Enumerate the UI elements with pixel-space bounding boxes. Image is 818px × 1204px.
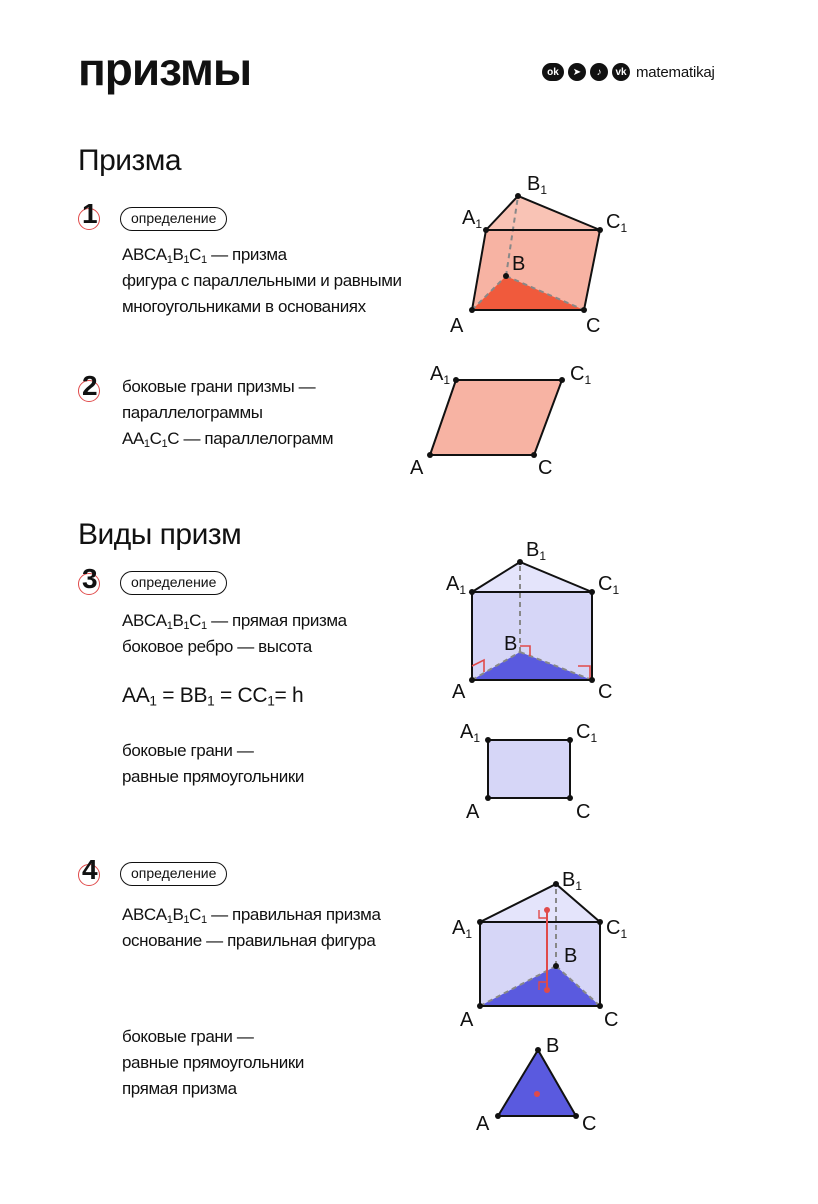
triangle-center: [534, 1091, 540, 1097]
definition-badge-3: определение: [120, 571, 228, 595]
label-B: B: [512, 253, 525, 275]
prism-figure: A C B A1 B1 C1: [450, 173, 627, 337]
section-heading-prism-types: Виды призм: [78, 518, 242, 551]
label-B: B: [546, 1035, 559, 1057]
tiktok-icon[interactable]: ♪: [590, 63, 608, 81]
item-number-3: 3: [78, 565, 112, 599]
label-A: A: [450, 315, 464, 337]
label-C: C: [604, 1009, 618, 1031]
item2-line1: боковые грани призмы —: [122, 377, 316, 396]
right-prism-figure: A C B A1 B1 C1: [446, 539, 619, 703]
item3-line2: боковое ребро — высота: [122, 637, 312, 656]
label-C1: C1: [598, 573, 619, 597]
item2-line2: параллелограммы: [122, 403, 263, 422]
label-A1: A1: [446, 573, 466, 597]
item3-faces-text: боковые грани — равные прямоугольники: [122, 738, 304, 790]
vk-icon[interactable]: vk: [612, 63, 630, 81]
item2-line3: AA1C1C — параллелограмм: [122, 429, 334, 450]
right-angle-marker: [578, 665, 591, 680]
right-prism-base: [472, 652, 592, 680]
item4-line2: основание — правильная фигура: [122, 931, 376, 950]
rectangle-figure: A C A1 C1: [460, 721, 597, 823]
item3-text: ABCA1B1C1 — прямая призма боковое ребро …: [122, 608, 347, 660]
parallelogram-figure: A C A1 C1: [410, 363, 591, 479]
label-C: C: [582, 1113, 596, 1135]
item1-line3: многоугольниками в основаниях: [122, 297, 366, 316]
item4-text: ABCA1B1C1 — правильная призма основание …: [122, 902, 381, 954]
label-C: C: [598, 681, 612, 703]
label-C1: C1: [606, 211, 627, 235]
label-C: C: [576, 801, 590, 823]
brand-name: matematikaj: [636, 63, 715, 81]
label-C1: C1: [606, 917, 627, 941]
item2-text: боковые грани призмы — параллелограммы A…: [122, 374, 334, 452]
definition-badge-1: определение: [120, 207, 228, 231]
prism-base: [472, 276, 584, 310]
item3-faces1: боковые грани —: [122, 741, 254, 760]
label-B1: B1: [527, 173, 547, 197]
label-A: A: [460, 1009, 474, 1031]
label-B1: B1: [526, 539, 546, 563]
regular-prism-base: [480, 966, 600, 1006]
height-formula: AA1 = BB1 = CC1= h: [122, 684, 304, 709]
item-number-4: 4: [78, 856, 112, 890]
item4-faces1: боковые грани —: [122, 1027, 254, 1046]
section-heading-prism: Призма: [78, 144, 182, 177]
item4-line1: ABCA1B1C1 — правильная призма: [122, 905, 381, 926]
right-angle-marker: [520, 645, 531, 656]
item4-faces-text: боковые грани — равные прямоугольники пр…: [122, 1024, 304, 1102]
item4-faces2: равные прямоугольники: [122, 1053, 304, 1072]
label-B: B: [504, 633, 517, 655]
definition-badge-4: определение: [120, 862, 228, 886]
prism-top-face: [483, 194, 601, 231]
label-A1: A1: [462, 207, 482, 231]
item-number-1: 1: [78, 200, 112, 234]
ok-icon[interactable]: ok: [542, 63, 564, 81]
label-C1: C1: [570, 363, 591, 387]
label-C: C: [586, 315, 600, 337]
label-C: C: [538, 457, 552, 479]
label-C1: C1: [576, 721, 597, 745]
label-A: A: [476, 1113, 490, 1135]
triangle-base-figure: A B C: [476, 1035, 596, 1135]
item3-faces2: равные прямоугольники: [122, 767, 304, 786]
page-title: призмы: [78, 43, 252, 95]
label-B1: B1: [562, 869, 582, 893]
label-A1: A1: [430, 363, 450, 387]
item1-text: ABCA1B1C1 — призма фигура с параллельным…: [122, 242, 402, 320]
item4-faces3: прямая призма: [122, 1079, 237, 1098]
item1-line2: фигура с параллельными и равными: [122, 271, 402, 290]
right-angle-marker: [471, 658, 485, 672]
label-B: B: [564, 945, 577, 967]
item1-line1: ABCA1B1C1 — призма: [122, 245, 287, 266]
label-A: A: [410, 457, 424, 479]
item-number-2: 2: [78, 372, 112, 406]
label-A1: A1: [452, 917, 472, 941]
brand[interactable]: ok ➤ ♪ vk matematikaj: [542, 60, 715, 84]
regular-prism-figure: A C B A1 B1 C1: [452, 869, 627, 1031]
telegram-icon[interactable]: ➤: [568, 63, 586, 81]
label-A: A: [452, 681, 466, 703]
label-A1: A1: [460, 721, 480, 745]
item3-line1: ABCA1B1C1 — прямая призма: [122, 611, 347, 632]
label-A: A: [466, 801, 480, 823]
